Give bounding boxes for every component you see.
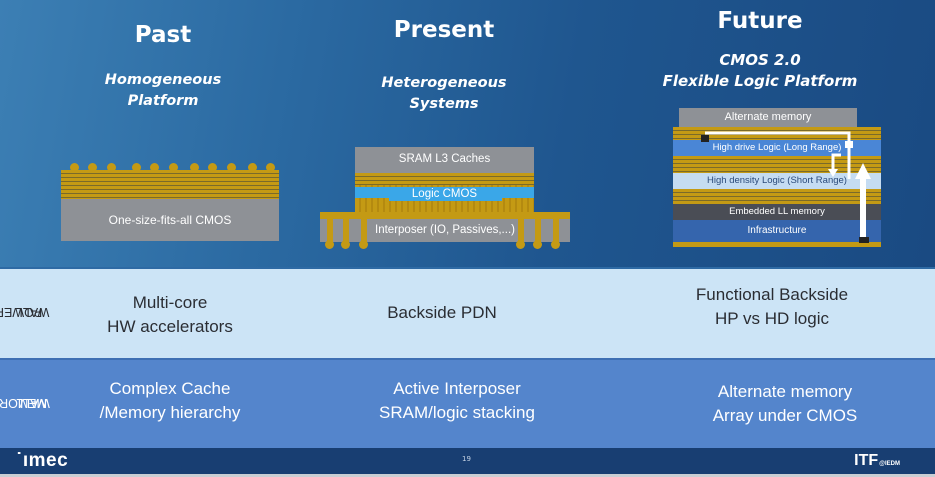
solder-bump xyxy=(107,163,116,172)
solder-bump xyxy=(551,240,560,249)
tsv xyxy=(343,212,349,244)
subtitle-line: Homogeneous xyxy=(104,72,222,88)
future-metal-layers xyxy=(673,156,881,173)
memory-wall-future: Alternate memory Array under CMOS xyxy=(635,380,935,428)
future-layer-label: High drive Logic (Long Range) xyxy=(712,142,842,153)
logic-label: Logic CMOS xyxy=(411,188,478,200)
arrow-up-icon xyxy=(855,163,871,179)
column-subtitle-past: Homogeneous Platform xyxy=(13,70,313,112)
power-wall-future: Functional Backside HP vs HD logic xyxy=(622,283,922,331)
via-marker-icon xyxy=(859,237,869,243)
power-wall-present: Backside PDN xyxy=(292,301,592,325)
subtitle-line: CMOS 2.0 xyxy=(719,51,801,69)
solder-bump xyxy=(169,163,178,172)
cell-line: Active Interposer xyxy=(393,379,521,398)
power-wall-past: Multi-core HW accelerators xyxy=(20,291,320,339)
interposer-top-metal xyxy=(320,212,570,219)
bottom-metal xyxy=(673,242,881,247)
long-range-route-icon xyxy=(705,131,851,149)
cell-line: Multi-core xyxy=(132,293,208,312)
solder-bump xyxy=(325,240,334,249)
subtitle-line: Platform xyxy=(127,93,199,109)
solder-bump xyxy=(70,163,79,172)
tsv xyxy=(518,212,524,244)
future-layer-label: Infrastructure xyxy=(747,225,807,236)
solder-bump xyxy=(208,163,217,172)
solder-bump xyxy=(150,163,159,172)
cell-line: Complex Cache xyxy=(109,379,231,398)
solder-bump xyxy=(248,163,257,172)
solder-bump xyxy=(132,163,141,172)
past-base-label: One-size-fits-all CMOS xyxy=(108,213,232,227)
tsv xyxy=(361,212,367,244)
page-number: 19 xyxy=(462,455,471,463)
signal-routing-arrows xyxy=(701,131,871,243)
bottom-strip xyxy=(0,474,935,477)
present-metal-layers xyxy=(355,173,534,185)
short-range-route-icon xyxy=(831,149,851,179)
cmos-base xyxy=(61,199,279,241)
solder-bump xyxy=(359,240,368,249)
imec-logo: ˙ımec xyxy=(16,450,69,471)
embedded-memory-layer xyxy=(673,204,881,220)
itf-brand: ITF xyxy=(854,452,879,469)
sram-die xyxy=(355,147,534,173)
solder-bump xyxy=(341,240,350,249)
future-layer-label: Alternate memory xyxy=(724,111,812,123)
column-subtitle-future: CMOS 2.0 Flexible Logic Platform xyxy=(610,50,910,92)
future-metal-layers xyxy=(673,189,881,204)
cell-line: Functional Backside xyxy=(695,285,849,304)
itf-suffix: @IEDM xyxy=(879,461,900,467)
arrow-down-icon xyxy=(828,169,838,177)
column-title-past: Past xyxy=(134,22,192,48)
memory-wall-row: MEMORYWALL Complex Cache /Memory hierarc… xyxy=(0,358,935,450)
infrastructure-layer xyxy=(673,220,881,242)
column-subtitle-present: Heterogeneous Systems xyxy=(294,73,594,115)
solder-bump xyxy=(227,163,236,172)
cell-line: Array under CMOS xyxy=(712,406,858,425)
memory-wall-past: Complex Cache /Memory hierarchy xyxy=(20,377,320,425)
memory-wall-present: Active Interposer SRAM/logic stacking xyxy=(307,377,607,425)
solder-bump xyxy=(266,163,275,172)
alternate-memory-layer xyxy=(679,108,857,127)
tsv xyxy=(535,212,541,244)
column-title-future: Future xyxy=(717,8,803,34)
logic-cmos-core xyxy=(389,187,502,201)
cell-line: Backside PDN xyxy=(387,303,497,322)
via-marker-icon xyxy=(845,141,853,148)
via-marker-icon xyxy=(701,135,709,142)
tsv xyxy=(327,212,333,244)
subtitle-line: Flexible Logic Platform xyxy=(662,72,858,90)
subtitle-line: Systems xyxy=(409,96,479,112)
cell-line: SRAM/logic stacking xyxy=(379,403,535,422)
solder-bump xyxy=(533,240,542,249)
future-layer-label: High density Logic (Short Range) xyxy=(707,175,847,186)
interposer-label: Interposer (IO, Passives,...) xyxy=(375,224,515,236)
metal-layers xyxy=(61,170,279,199)
subtitle-line: Heterogeneous xyxy=(381,75,507,91)
column-title-present: Present xyxy=(393,17,495,43)
interposer xyxy=(320,219,570,242)
footer-bar xyxy=(0,448,935,474)
itf-logo: ITF@IEDM xyxy=(854,452,900,470)
cell-line: HW accelerators xyxy=(107,317,233,336)
high-drive-logic-layer xyxy=(673,140,881,156)
cell-line: HP vs HD logic xyxy=(715,309,829,328)
cell-line: Alternate memory xyxy=(717,382,853,401)
cell-line: /Memory hierarchy xyxy=(99,403,241,422)
solder-bump xyxy=(88,163,97,172)
future-layer-label: Embedded LL memory xyxy=(729,206,825,217)
tsv xyxy=(553,212,559,244)
solder-bump xyxy=(516,240,525,249)
sram-label: SRAM L3 Caches xyxy=(398,153,491,165)
high-density-logic-layer xyxy=(673,173,881,189)
solder-bump xyxy=(190,163,199,172)
